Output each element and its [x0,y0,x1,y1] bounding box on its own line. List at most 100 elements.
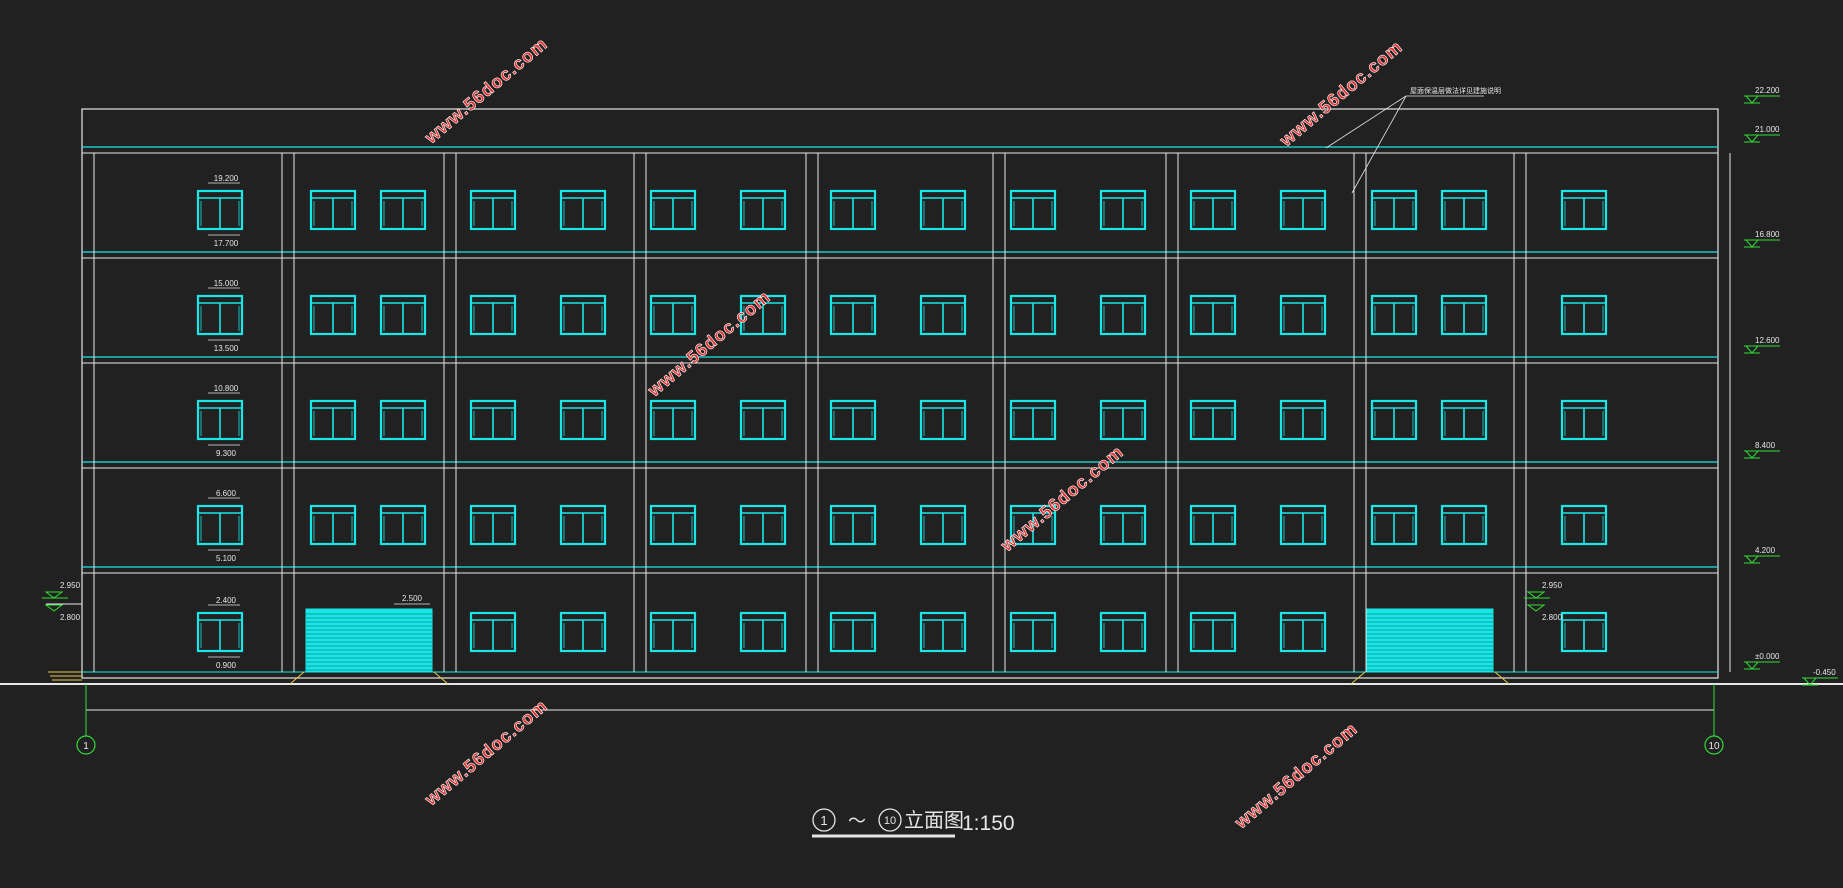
window [649,189,697,231]
window [469,611,517,653]
window-bottom-level: 17.700 [214,239,239,248]
watermark-text: www.56doc.com [1275,36,1406,151]
entrance-top-level: 2.950 [60,581,81,590]
elevation-triangle [1745,345,1759,354]
window [739,611,787,653]
elevation-mark: 16.800 [1744,230,1780,248]
window [559,611,607,653]
window [196,611,244,653]
window [559,189,607,231]
elevation-mark: 22.200 [1744,86,1780,104]
window [196,504,244,546]
window [919,504,967,546]
window [1099,504,1147,546]
axis-bubble [76,735,96,755]
watermark-text: www.56doc.com [996,441,1127,556]
window [1099,611,1147,653]
window [379,504,427,546]
window [196,399,244,441]
window [829,399,877,441]
window-top-level: 19.200 [214,174,239,183]
watermark-text: www.56doc.com [420,33,551,148]
elevation-triangle [1745,555,1759,564]
window [469,504,517,546]
elevation-triangle [1745,95,1759,104]
window [1440,399,1488,441]
window [919,189,967,231]
window [559,504,607,546]
window [1440,504,1488,546]
window [1099,399,1147,441]
ramp-line [1494,671,1510,685]
entrance-triangle [44,591,64,599]
window [1560,189,1608,231]
elevation-triangle [1745,661,1759,670]
elevation-mark: 12.600 [1744,336,1780,354]
elevation-value: 21.000 [1755,125,1780,134]
elevation-value: ±0.000 [1755,652,1780,661]
window [309,504,357,546]
window [1440,294,1488,336]
window-top-level: 10.800 [214,384,239,393]
window [1009,399,1057,441]
shutter-body [305,608,433,673]
window [1009,189,1057,231]
window [1099,294,1147,336]
leader-line [1325,95,1407,149]
axis-bubble-10 [878,808,902,832]
window [649,504,697,546]
shutter-body [1366,608,1494,673]
window [829,611,877,653]
window-bottom-level: 9.300 [216,449,237,458]
elevation-mark: 8.400 [1744,441,1780,459]
window [1279,189,1327,231]
shutter-dimension-label: 2.500 [402,594,423,603]
window [1189,294,1237,336]
window [1279,611,1327,653]
window [1189,611,1237,653]
window [379,189,427,231]
window [379,294,427,336]
window [1560,611,1608,653]
window [1279,399,1327,441]
window [196,294,244,336]
window-bottom-level: 13.500 [214,344,239,353]
window [739,189,787,231]
window [829,189,877,231]
elevation-value: 12.600 [1755,336,1780,345]
window [196,189,244,231]
window [1560,294,1608,336]
elevation-triangle [1745,239,1759,248]
window [739,504,787,546]
elevation-marks: 2.500 19.200 17.700 15.000 13.500 10.800 9.300… [42,86,1838,686]
elevation-mark: ±0.000 [1744,652,1780,670]
window [309,399,357,441]
window [649,611,697,653]
window [379,399,427,441]
building-outline-rect [81,108,1719,679]
window [649,399,697,441]
window [559,294,607,336]
window [1009,611,1057,653]
window [1189,189,1237,231]
title-tilde: ～ [848,811,866,831]
window [919,399,967,441]
window-group [196,189,1608,653]
window [309,189,357,231]
window [1189,399,1237,441]
window [1009,294,1057,336]
building-outline [0,108,1843,711]
elevation-mark: 21.000 [1744,125,1780,143]
window [309,294,357,336]
elevation-value: 4.200 [1755,546,1776,555]
elevation-value: 22.200 [1755,86,1780,95]
window [1009,504,1057,546]
ramp-line [433,671,449,685]
window-top-level: 2.400 [216,596,237,605]
window-top-level: 15.000 [214,279,239,288]
elevation-mark: -0.450 [1802,668,1838,686]
title-name: 立面图 [904,809,964,832]
